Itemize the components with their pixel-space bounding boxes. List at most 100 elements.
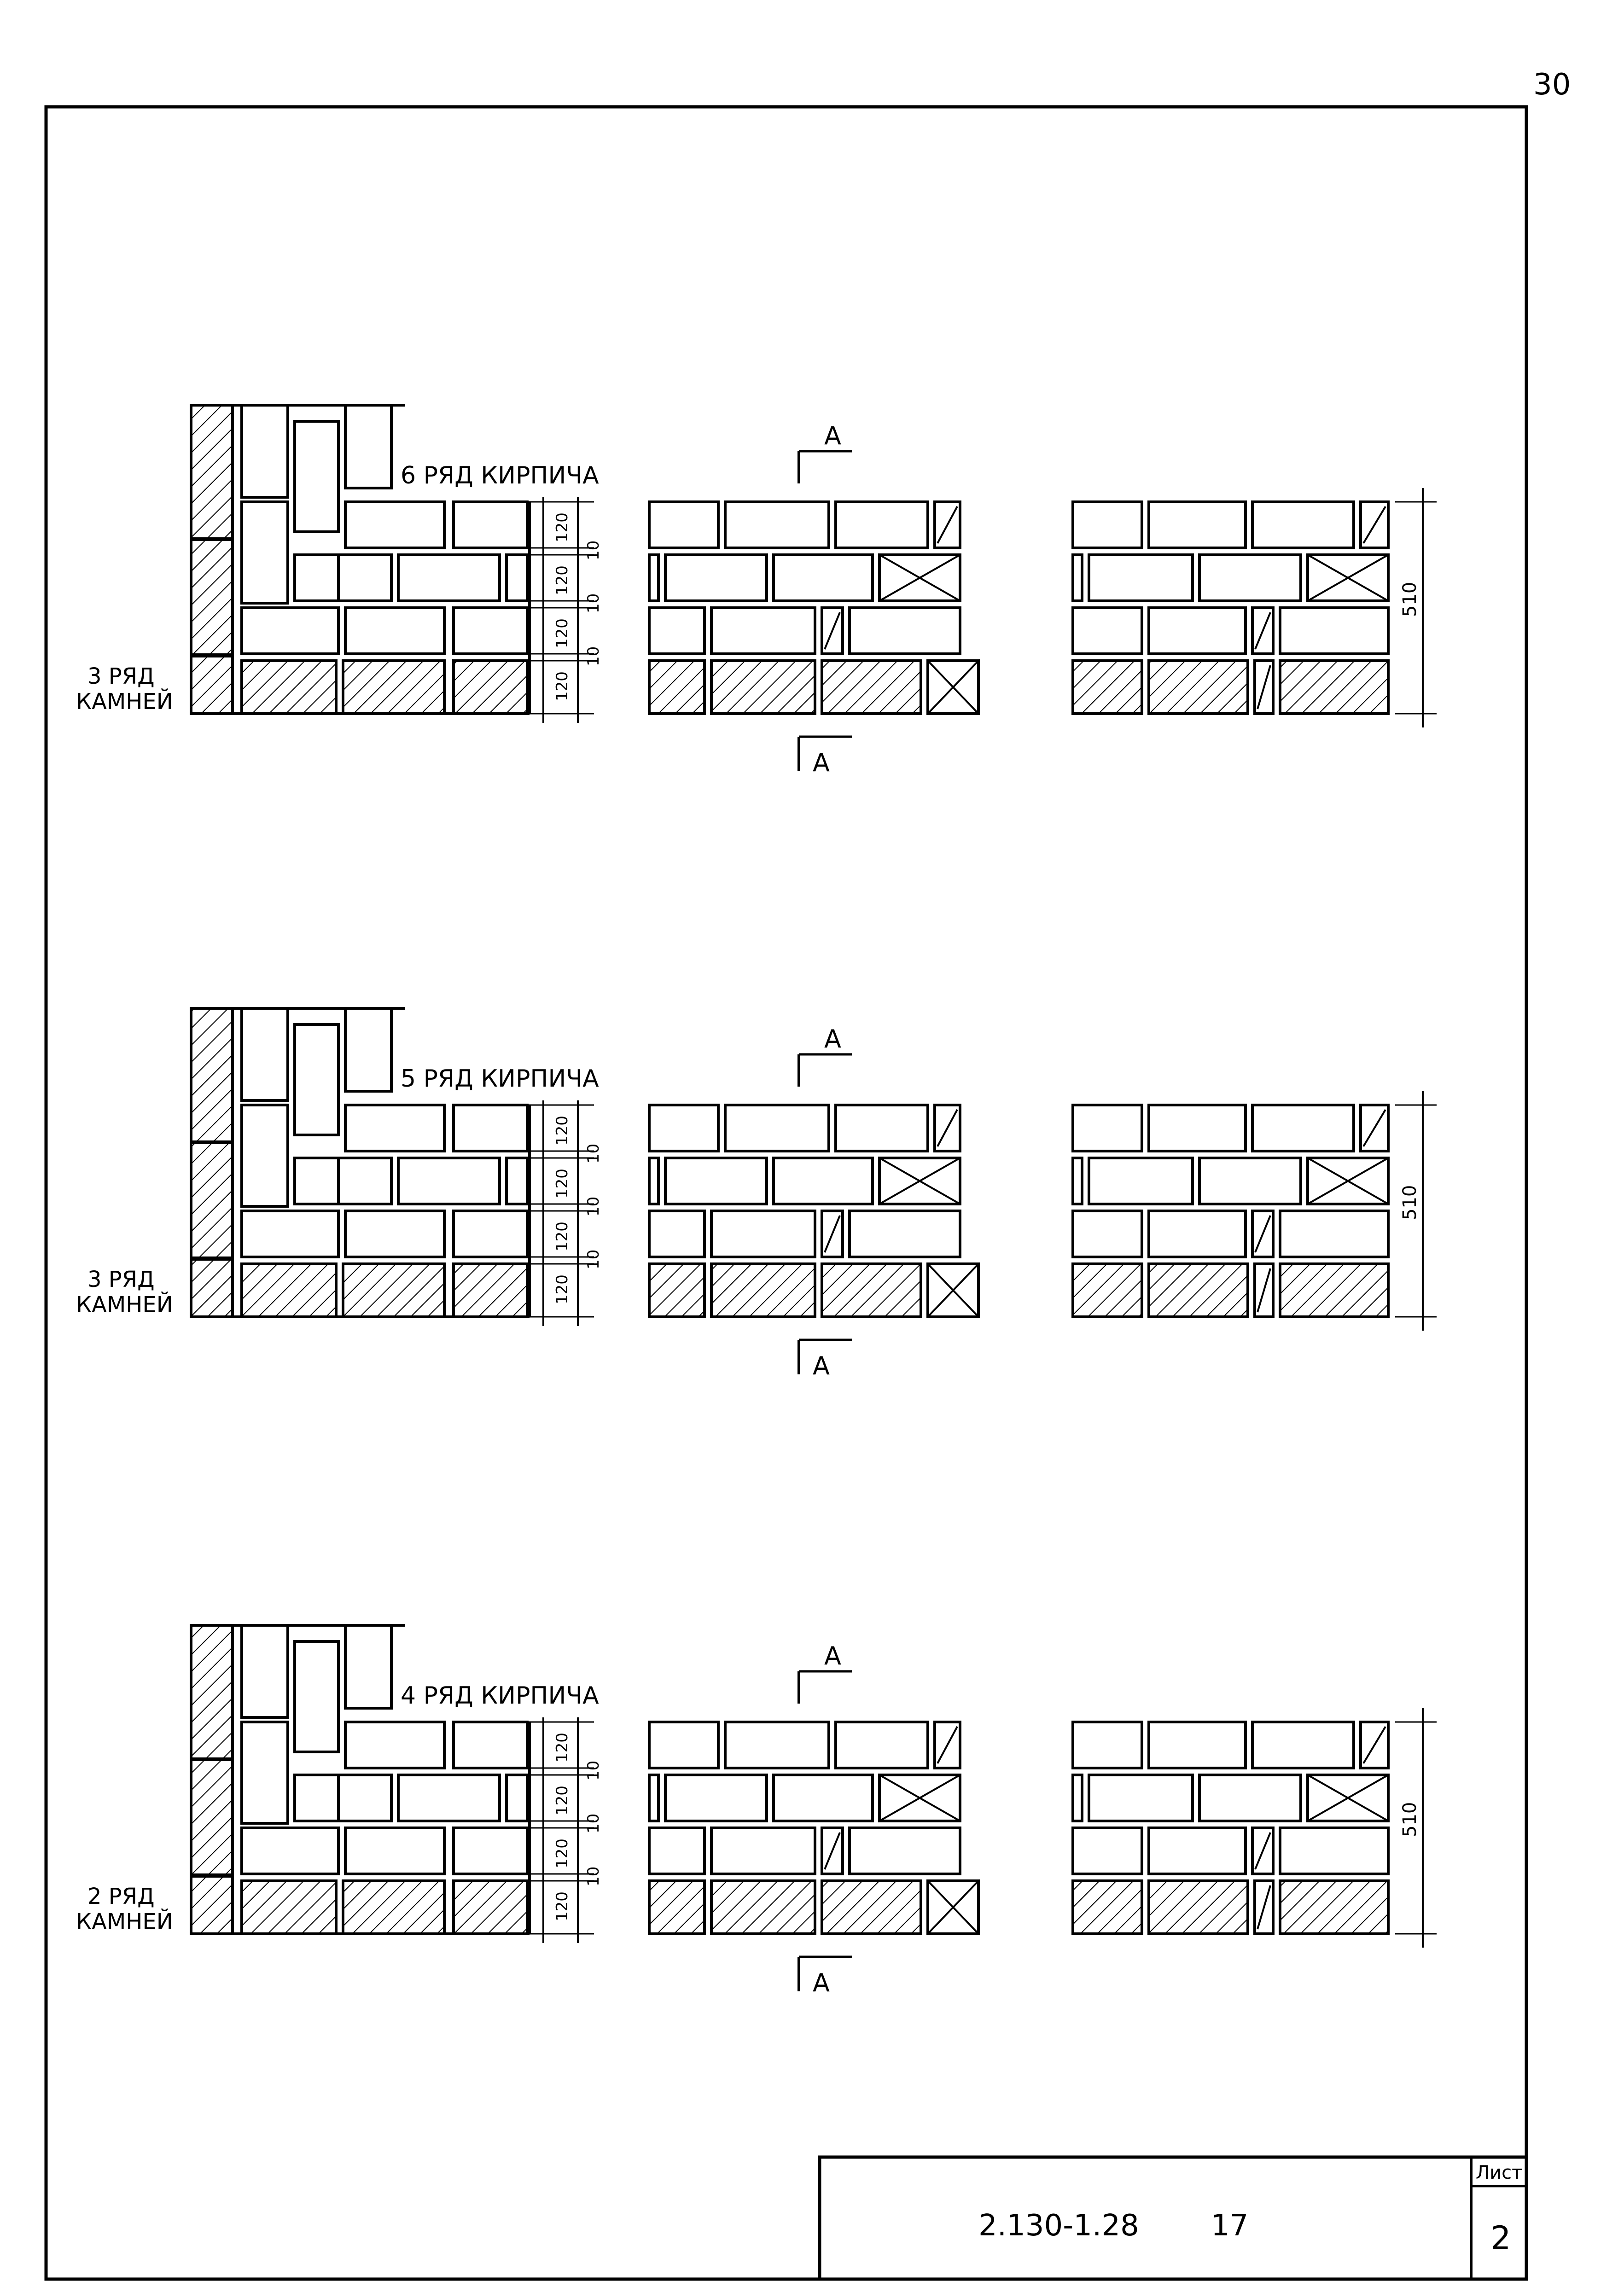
cross-line bbox=[927, 1880, 979, 1935]
brick bbox=[1071, 1157, 1083, 1205]
stone bbox=[342, 1879, 446, 1935]
brick bbox=[1071, 1774, 1083, 1822]
cross-line bbox=[1307, 1774, 1389, 1822]
course-height-label: 120 bbox=[553, 1274, 571, 1304]
brick bbox=[648, 553, 660, 602]
brick bbox=[710, 606, 816, 655]
joint-thickness-label: 10 bbox=[584, 1867, 603, 1886]
stone bbox=[240, 1262, 338, 1318]
brick bbox=[1147, 1210, 1247, 1258]
right-view: 510 bbox=[1071, 1708, 1437, 1948]
stone-row-label: 3 РЯД bbox=[87, 663, 155, 689]
section-cut-marker: А bbox=[797, 421, 852, 483]
brick bbox=[1198, 1157, 1302, 1205]
split-line bbox=[1257, 665, 1271, 710]
corner-stone bbox=[190, 404, 234, 540]
header-brick bbox=[293, 420, 340, 533]
title-block: 2.130-1.28 17 Лист 2 bbox=[818, 2155, 1528, 2281]
section-letter: А bbox=[813, 1351, 830, 1380]
course-height-label: 120 bbox=[553, 1169, 571, 1198]
split-brick bbox=[821, 1210, 844, 1258]
brick bbox=[648, 1104, 720, 1152]
stone bbox=[1279, 659, 1390, 715]
brick bbox=[1147, 1104, 1247, 1152]
split-line bbox=[1257, 1885, 1271, 1930]
header-brick bbox=[240, 1721, 289, 1825]
course-height-label: 120 bbox=[553, 1891, 571, 1921]
brick bbox=[293, 1157, 340, 1205]
brick bbox=[664, 1774, 768, 1822]
split-line bbox=[1362, 506, 1386, 544]
brick bbox=[1071, 606, 1143, 655]
brick bbox=[848, 1827, 961, 1875]
stone bbox=[240, 659, 338, 715]
cross-brick bbox=[1306, 1157, 1390, 1205]
course-height-label: 120 bbox=[553, 1786, 571, 1815]
course-height-label: 120 bbox=[553, 618, 571, 648]
corner-stone bbox=[190, 655, 234, 715]
brick bbox=[1251, 1104, 1355, 1152]
brick-row-label: 6 РЯД КИРПИЧА bbox=[401, 462, 599, 489]
brick bbox=[344, 1721, 446, 1769]
course-height-label: 120 bbox=[553, 1838, 571, 1868]
stone bbox=[710, 1879, 816, 1935]
brick bbox=[1088, 553, 1194, 602]
brick bbox=[648, 500, 720, 549]
joint-thickness-label: 10 bbox=[584, 1144, 603, 1163]
joint-thickness-label: 10 bbox=[584, 541, 603, 560]
cross-brick bbox=[1306, 1774, 1390, 1822]
cross-brick bbox=[878, 1157, 961, 1205]
split-brick bbox=[821, 606, 844, 655]
cross-brick bbox=[926, 1879, 980, 1935]
brick bbox=[293, 1774, 393, 1822]
brick bbox=[397, 553, 501, 602]
header-brick bbox=[293, 1640, 340, 1753]
cross-brick bbox=[926, 1262, 980, 1318]
split-line bbox=[937, 1726, 958, 1764]
joint-thickness-label: 10 bbox=[584, 1761, 603, 1780]
split-brick bbox=[1251, 606, 1275, 655]
split-line bbox=[1362, 1726, 1386, 1764]
brick bbox=[344, 1827, 446, 1875]
brick bbox=[505, 553, 529, 602]
brick bbox=[648, 1157, 660, 1205]
cross-line bbox=[1307, 554, 1389, 602]
brick bbox=[664, 1157, 768, 1205]
joint-thickness-label: 10 bbox=[584, 646, 603, 666]
brick bbox=[1071, 553, 1083, 602]
header-brick bbox=[240, 1104, 289, 1208]
joint-thickness-label: 10 bbox=[584, 1250, 603, 1269]
corner-stone bbox=[190, 1875, 234, 1935]
brick bbox=[293, 553, 340, 602]
corner-stone bbox=[190, 1624, 234, 1760]
stone-row-label: 3 РЯД bbox=[87, 1267, 155, 1292]
sheet-number: 2 bbox=[1490, 2219, 1511, 2257]
course-height-label: 120 bbox=[553, 1116, 571, 1146]
stone bbox=[240, 1879, 338, 1935]
split-line bbox=[824, 1832, 841, 1870]
stone bbox=[452, 659, 529, 715]
corner-stone bbox=[190, 1258, 234, 1318]
brick bbox=[1279, 1210, 1390, 1258]
course-height-label: 120 bbox=[553, 512, 571, 542]
page-number: 30 bbox=[1533, 68, 1571, 102]
joint-thickness-label: 10 bbox=[584, 1814, 603, 1833]
split-line bbox=[1257, 1268, 1271, 1313]
brick bbox=[1147, 1827, 1247, 1875]
split-brick bbox=[1253, 1879, 1275, 1935]
brick-row-label: 5 РЯД КИРПИЧА bbox=[401, 1065, 599, 1093]
cross-line bbox=[879, 1774, 960, 1822]
brick bbox=[1251, 500, 1355, 549]
brick bbox=[710, 1210, 816, 1258]
split-brick bbox=[1359, 1104, 1390, 1152]
brick bbox=[848, 1210, 961, 1258]
brick bbox=[724, 1104, 830, 1152]
section-letter: А bbox=[824, 421, 841, 450]
stone bbox=[1147, 659, 1249, 715]
brick bbox=[1071, 1104, 1143, 1152]
stone-row-label: КАМНЕЙ bbox=[76, 1908, 173, 1935]
cross-line bbox=[927, 660, 979, 715]
split-brick bbox=[1359, 500, 1390, 549]
